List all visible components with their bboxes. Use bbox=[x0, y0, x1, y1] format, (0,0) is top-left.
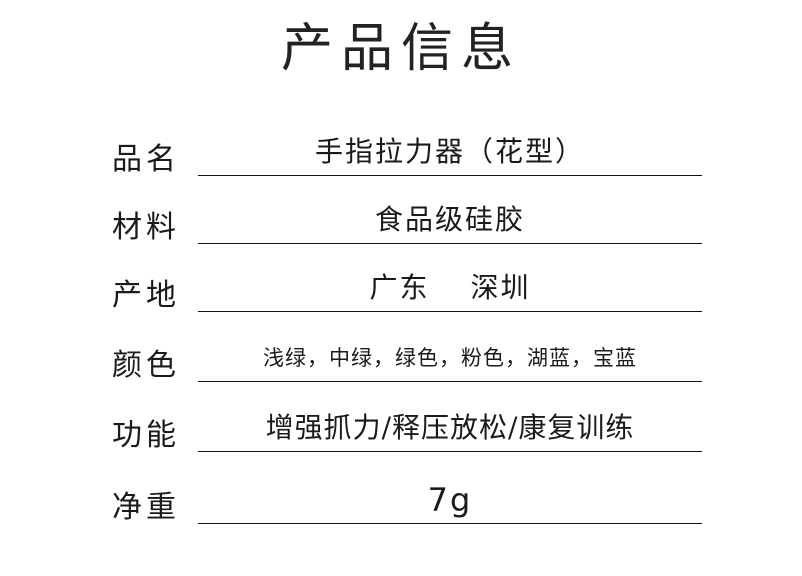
label-origin: 产地 bbox=[112, 278, 180, 313]
value-net-weight: 7g bbox=[427, 481, 473, 519]
value-product-name: 手指拉力器（花型） bbox=[314, 135, 585, 168]
value-material: 食品级硅胶 bbox=[374, 203, 525, 236]
row-product-name: 品名 手指拉力器（花型） bbox=[0, 120, 802, 180]
value-origin: 广东 深圳 bbox=[369, 271, 531, 304]
underline bbox=[198, 311, 702, 312]
underline bbox=[198, 381, 702, 382]
row-material: 材料 食品级硅胶 bbox=[0, 188, 802, 248]
page-title: 产品信息 bbox=[280, 19, 521, 79]
label-color: 颜色 bbox=[112, 348, 180, 383]
row-function: 功能 增强抓力/释压放松/康复训练 bbox=[0, 396, 802, 456]
underline bbox=[198, 451, 702, 452]
value-function: 增强抓力/释压放松/康复训练 bbox=[265, 411, 635, 444]
row-origin: 产地 广东 深圳 bbox=[0, 256, 802, 316]
row-net-weight: 净重 7g bbox=[0, 468, 802, 528]
label-material: 材料 bbox=[112, 210, 180, 245]
underline bbox=[198, 175, 702, 176]
underline bbox=[198, 523, 702, 524]
label-net-weight: 净重 bbox=[112, 490, 180, 525]
label-function: 功能 bbox=[112, 418, 180, 453]
label-product-name: 品名 bbox=[112, 142, 180, 177]
row-color: 颜色 浅绿，中绿，绿色，粉色，湖蓝，宝蓝 bbox=[0, 326, 802, 386]
underline bbox=[198, 243, 702, 244]
value-color: 浅绿，中绿，绿色，粉色，湖蓝，宝蓝 bbox=[263, 346, 637, 370]
